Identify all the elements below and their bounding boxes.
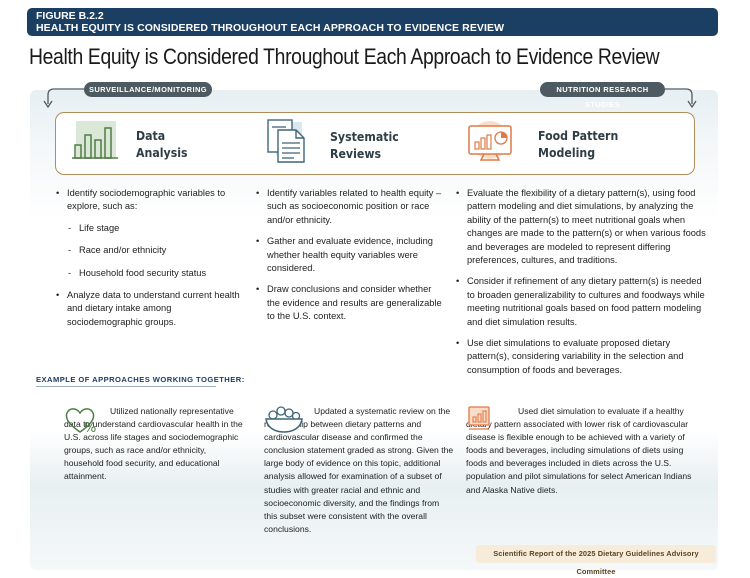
figure-banner: FIGURE B.2.2 HEALTH EQUITY IS CONSIDERED… [27,8,718,36]
approach-systematic-reviews: Systematic Reviews [266,118,408,171]
footer-source: Scientific Report of the 2025 Dietary Gu… [476,545,716,576]
svg-text:%: % [84,421,96,435]
example-text: Utilized nationally representative data … [64,406,243,482]
approach-title-line1: Data [136,127,166,143]
data-analysis-list: Identify sociodemographic variables to e… [56,187,242,337]
food-pattern-list: Evaluate the flexibility of a dietary pa… [456,187,708,385]
flow-arrows [43,88,697,109]
example-food-pattern-modeling: Used diet simulation to evaluate if a he… [466,405,698,497]
list-item: Use diet simulations to evaluate propose… [456,337,708,377]
approaches-box [55,112,695,175]
documents-icon [266,118,310,171]
figure-number: FIGURE B.2.2 [36,10,104,22]
heart-percent-icon: % [64,405,100,439]
figure-caption: HEALTH EQUITY IS CONSIDERED THROUGHOUT E… [36,22,505,34]
list-subitem: Household food security status [56,267,242,281]
page-title: Health Equity is Considered Throughout E… [29,44,660,69]
surveillance-label: SURVEILLANCE/MONITORING [84,82,212,97]
list-subitem: Race and/or ethnicity [56,244,242,258]
approach-title-line2: Modeling [538,144,596,160]
list-item: Consider if refinement of any dietary pa… [456,275,708,329]
approach-food-pattern-modeling: Food Pattern Modeling [464,118,629,169]
systematic-reviews-list: Identify variables related to health equ… [256,187,446,332]
approach-data-analysis: Data Analysis [70,118,195,169]
monitor-chart-icon [464,118,516,169]
chart-card-icon [466,405,496,437]
nutrition-research-label: NUTRITION RESEARCH STUDIES [540,82,665,109]
list-item: Identify sociodemographic variables to e… [56,187,242,214]
example-text: Used diet simulation to evaluate if a he… [466,406,692,495]
list-item: Draw conclusions and consider whether th… [256,283,446,323]
approach-title-line1: Food Pattern [538,127,619,143]
approach-title-line2: Analysis [136,144,188,160]
list-item: Identify variables related to health equ… [256,187,446,227]
list-item: Gather and evaluate evidence, including … [256,235,446,275]
example-heading: EXAMPLE OF APPROACHES WORKING TOGETHER: [36,375,245,384]
bar-chart-icon [70,118,120,169]
approach-title-line1: Systematic [330,128,399,144]
example-divider [36,386,216,387]
salad-bowl-icon [264,405,306,439]
approach-title-line2: Reviews [330,145,382,161]
example-systematic-reviews: Updated a systematic review on the relat… [264,405,454,536]
example-text: Updated a systematic review on the relat… [264,406,454,534]
list-item: Analyze data to understand current healt… [56,289,242,329]
example-data-analysis: % Utilized nationally representative dat… [64,405,244,484]
list-item: Evaluate the flexibility of a dietary pa… [456,187,708,267]
list-subitem: Life stage [56,222,242,236]
